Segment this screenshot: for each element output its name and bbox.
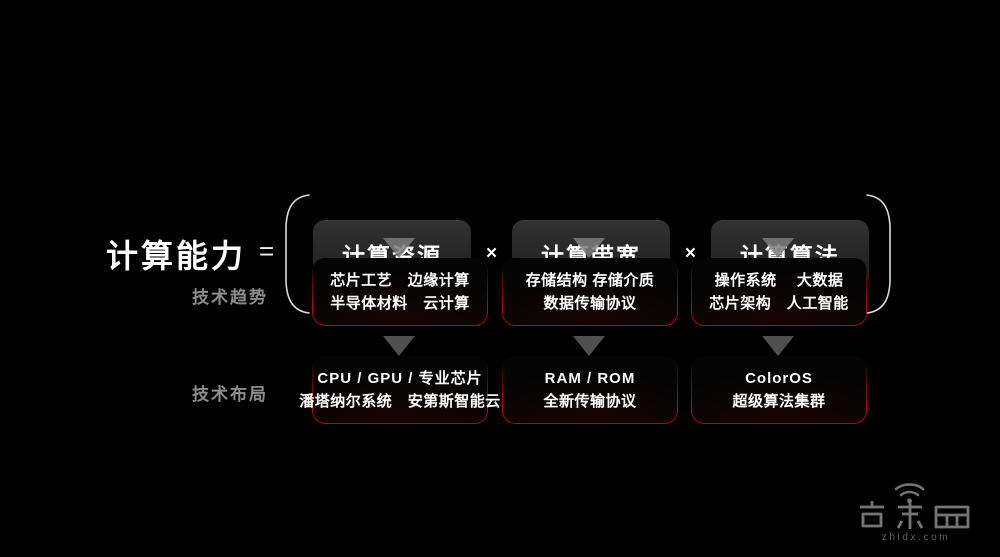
- card-line-1: RAM / ROM: [544, 369, 636, 387]
- card-line-2: 全新传输协议: [543, 393, 637, 410]
- card-line-1: 存储结构 存储介质: [525, 271, 655, 289]
- card-line-2: 数据传输协议: [543, 295, 637, 312]
- card-line-1: 芯片工艺 边缘计算: [330, 271, 470, 289]
- card-line-1: ColorOS: [745, 369, 813, 387]
- arrow-down-icon-r2c1: [383, 336, 415, 356]
- arrow-down-icon-r2c2: [573, 336, 605, 356]
- card-line-2: 超级算法集群: [732, 393, 826, 410]
- multiply-icon-2: ×: [684, 243, 697, 264]
- equation-row: 计算能力 = 计算资源 × 计算带宽 × 计算算法: [0, 96, 1000, 314]
- arrow-down-icon-r1c2: [573, 238, 605, 258]
- card-layout-compute-resource[interactable]: CPU / GPU / 专业芯片 潘塔纳尔系统 安第斯智能云: [299, 356, 500, 424]
- equals-sign: =: [259, 236, 275, 266]
- left-bracket-icon: [280, 192, 314, 316]
- card-trend-compute-algorithm[interactable]: 操作系统 大数据 芯片架构 人工智能: [691, 258, 867, 326]
- page-title: 计算能力: [106, 238, 247, 274]
- card-layout-compute-bandwidth[interactable]: RAM / ROM 全新传输协议: [502, 356, 678, 424]
- card-line-1: CPU / GPU / 专业芯片: [317, 369, 483, 387]
- card-line-2: 芯片架构 人工智能: [709, 295, 849, 312]
- arrow-down-icon-r1c1: [383, 238, 415, 258]
- card-trend-compute-bandwidth[interactable]: 存储结构 存储介质 数据传输协议: [502, 258, 678, 326]
- arrow-down-icon-r1c3: [762, 238, 794, 258]
- card-line-1: 操作系统 大数据: [714, 271, 844, 289]
- arrow-down-icon-r2c3: [762, 336, 794, 356]
- watermark-url: zhidx.com: [882, 532, 950, 543]
- row-label-tech-trend: 技术趋势: [192, 288, 268, 307]
- card-line-2: 潘塔纳尔系统 安第斯智能云: [299, 393, 501, 410]
- watermark-zhidx-logo: zhidx.com: [850, 481, 982, 543]
- multiply-icon-1: ×: [485, 243, 498, 264]
- card-trend-compute-resource[interactable]: 芯片工艺 边缘计算 半导体材料 云计算: [312, 258, 488, 326]
- card-layout-compute-algorithm[interactable]: ColorOS 超级算法集群: [691, 356, 867, 424]
- row-label-tech-layout: 技术布局: [192, 385, 268, 404]
- card-line-2: 半导体材料 云计算: [330, 295, 470, 312]
